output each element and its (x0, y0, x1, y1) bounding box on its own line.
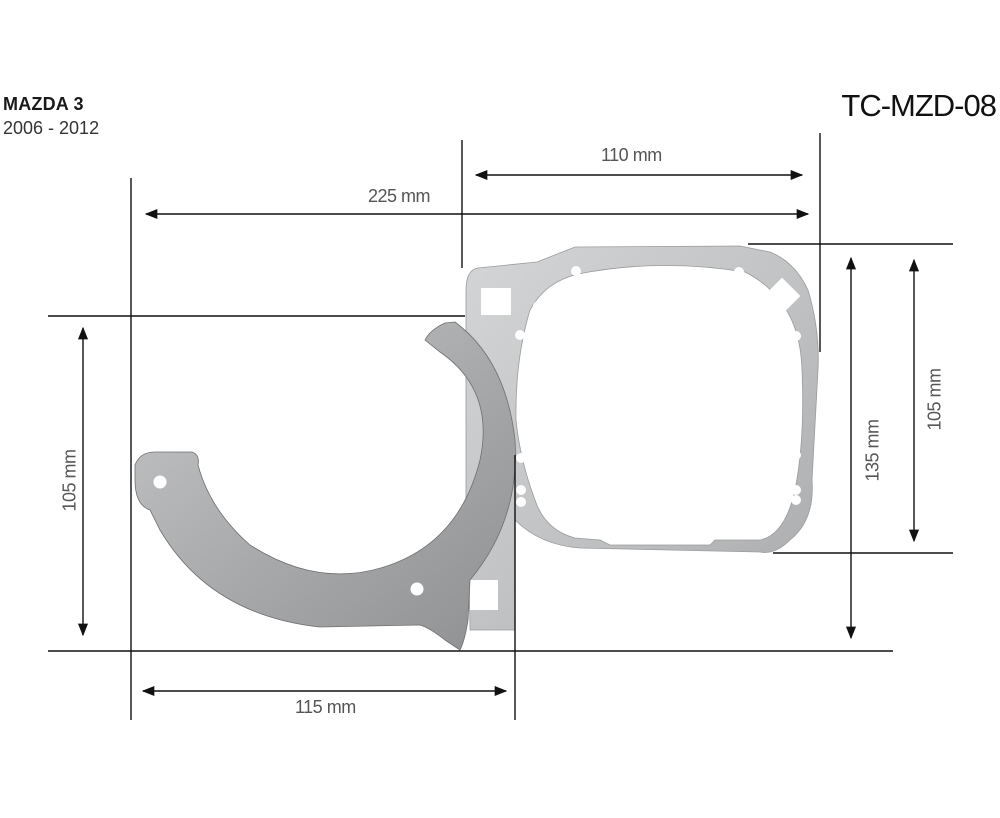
dimension-label-right-105: 105 mm (924, 368, 945, 431)
dimension-label-top-110: 110 mm (601, 145, 662, 165)
model-years: 2006 - 2012 (3, 118, 100, 138)
dimension-label-left-105: 105 mm (59, 449, 80, 512)
right-adapter-frame (465, 245, 819, 631)
dimension-label-bottom-115: 115 mm (295, 697, 356, 717)
mounting-hole (410, 582, 424, 596)
square-cutout (481, 288, 511, 315)
mounting-holes (515, 266, 801, 507)
dimension-label-overall-225: 225 mm (368, 186, 431, 206)
left-adapter-bracket (134, 321, 516, 651)
extension-lines (48, 133, 953, 720)
square-cutout-bottom (470, 580, 498, 610)
dimension-arrows (77, 169, 920, 697)
mounting-hole (153, 475, 167, 489)
car-model-title: MAZDA 3 (3, 94, 84, 114)
diamond-cutout (763, 277, 801, 315)
part-code: TC-MZD-08 (841, 88, 997, 123)
dimension-label-right-135: 135 mm (862, 419, 883, 482)
